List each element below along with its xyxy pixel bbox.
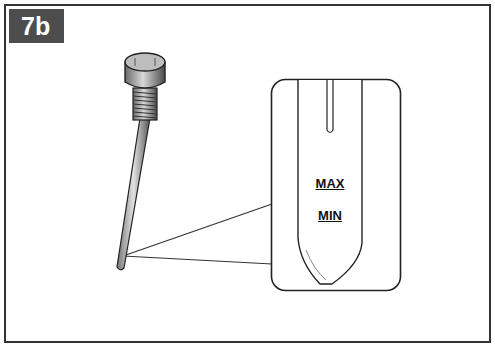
thread-line <box>133 100 157 102</box>
min-mark: MIN <box>318 208 342 223</box>
dipstick-rod <box>117 118 150 270</box>
dipstick-tip <box>298 80 362 284</box>
tip-slot <box>327 80 333 133</box>
thread-line <box>133 96 157 98</box>
zoom-callout: MAX MIN <box>270 78 402 292</box>
leader-line <box>123 204 272 256</box>
thread-line <box>133 116 157 118</box>
tip-shading <box>306 250 326 280</box>
thread <box>133 88 157 120</box>
thread-line <box>133 112 157 114</box>
zoom-wedge <box>123 204 272 264</box>
frame <box>5 5 490 342</box>
figure-number-tab: 7b <box>9 9 64 43</box>
cap-top <box>125 53 165 71</box>
thread-line <box>133 104 157 106</box>
callout-box <box>272 80 401 291</box>
cap-groove <box>135 58 155 66</box>
leader-line <box>123 256 272 264</box>
max-mark: MAX <box>316 176 345 191</box>
figure-number: 7b <box>21 12 50 41</box>
thread-line <box>133 108 157 110</box>
thread-line <box>133 92 157 94</box>
thread-lines <box>133 92 157 118</box>
